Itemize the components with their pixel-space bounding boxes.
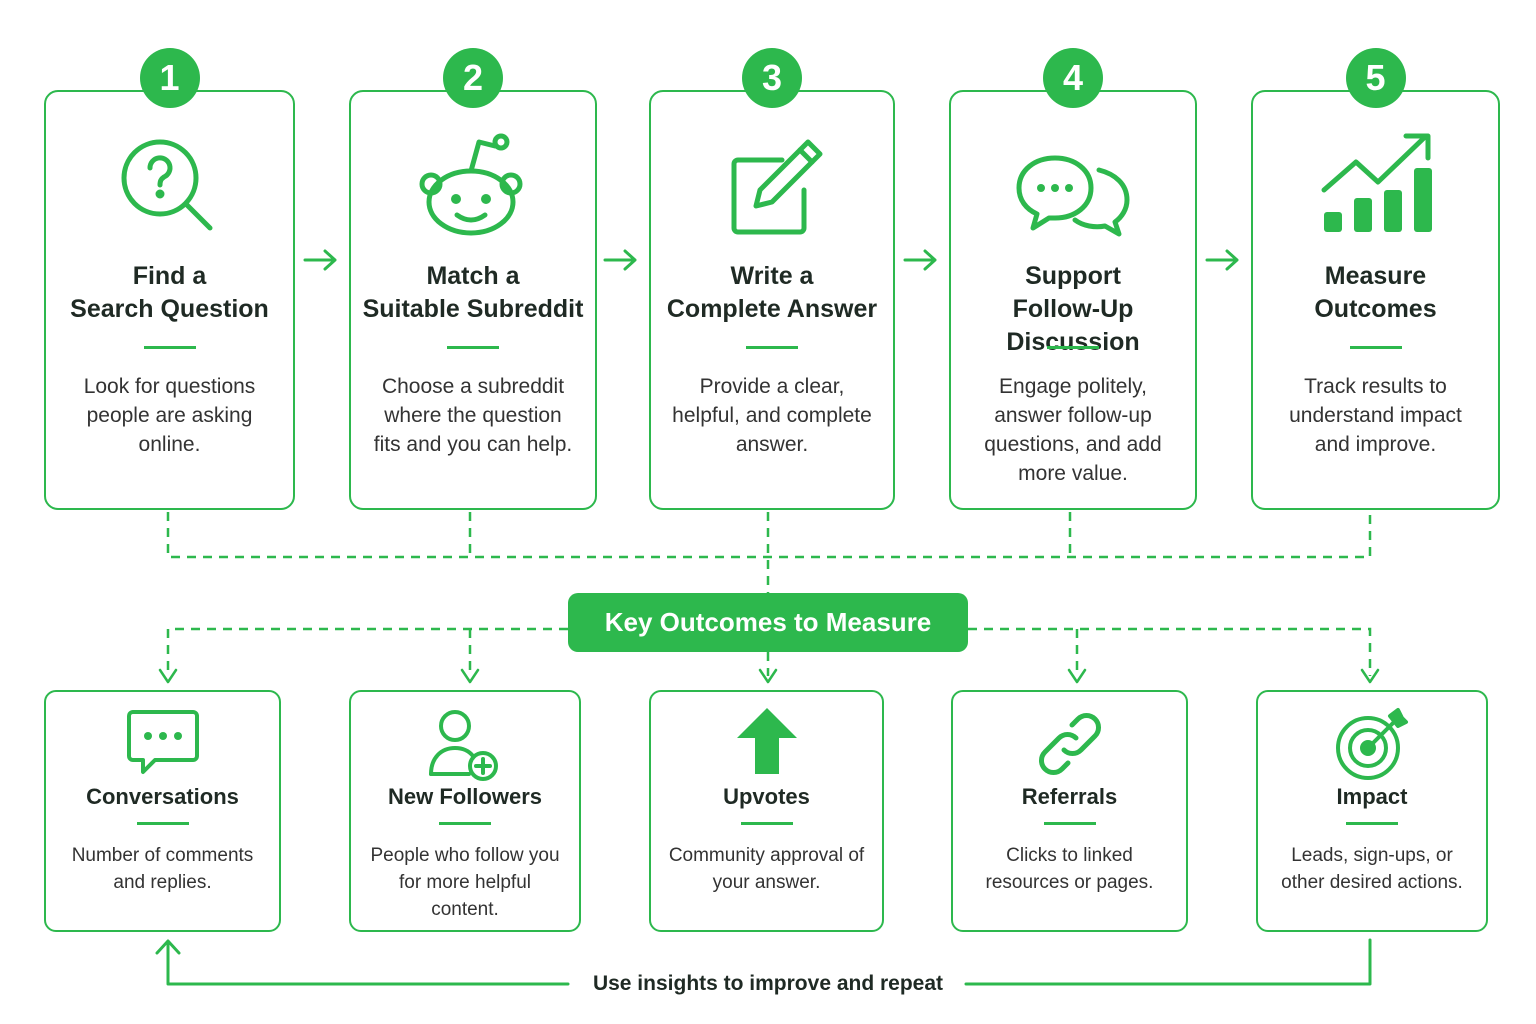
outcome-description: Community approval of your answer.	[668, 845, 865, 893]
step-title-line: Outcomes	[1314, 295, 1437, 323]
arrow-right-icon	[303, 249, 337, 271]
edit-pencil-icon	[731, 139, 823, 235]
outcome-card-impact: Impact Leads, sign-ups, or other desired…	[1256, 690, 1488, 932]
divider	[1349, 346, 1402, 349]
step-title-line: Suitable Subreddit	[362, 295, 584, 323]
divider	[136, 822, 189, 825]
outcome-card-new-followers: New Followers People who follow you for …	[349, 690, 581, 932]
reddit-alien-icon	[419, 133, 523, 236]
outcome-title: Upvotes	[723, 784, 810, 809]
step-number-badge: 3	[742, 48, 802, 108]
outcome-title: Referrals	[1021, 784, 1118, 809]
add-user-icon	[429, 710, 498, 781]
target-icon	[1336, 708, 1408, 780]
arrow-right-icon	[603, 249, 637, 271]
step-title-line: Search Question	[70, 295, 269, 323]
step-card-3: 3 Write a Complete Answer Provide a clea…	[649, 48, 895, 510]
outcome-description: People who follow you for more helpful c…	[370, 845, 560, 920]
step-title-line: Write a	[730, 262, 814, 290]
step-description: Provide a clear, helpful, and complete a…	[672, 375, 872, 456]
step-description: Track results to understand impact and i…	[1289, 375, 1462, 456]
step-card-5: 5 Measure Outcomes Track results to unde…	[1251, 48, 1500, 510]
upvote-arrow-icon	[736, 708, 797, 774]
feedback-loop-label: Use insights to improve and repeat	[592, 972, 944, 995]
arrow-right-icon	[1205, 249, 1239, 271]
step-number-badge: 4	[1043, 48, 1103, 108]
step-description: Choose a subreddit where the question fi…	[373, 375, 573, 456]
step-title-line: Match a	[426, 262, 520, 290]
step-title-line: Support	[1025, 262, 1121, 290]
key-outcomes-hub: Key Outcomes to Measure	[568, 593, 968, 652]
outcome-title: Conversations	[86, 784, 239, 809]
divider	[746, 346, 798, 349]
divider	[1043, 822, 1096, 825]
step-description: Look for questions people are asking onl…	[83, 375, 256, 456]
step-number-badge: 2	[443, 48, 503, 108]
step-number-badge: 1	[139, 48, 200, 108]
step-card-4: 4 Support Follow-Up Discussion Engage po…	[949, 48, 1197, 510]
chat-bubbles-icon	[1016, 155, 1130, 237]
divider	[1346, 822, 1398, 825]
growth-chart-icon	[1321, 133, 1432, 232]
divider	[439, 822, 491, 825]
divider	[1047, 346, 1099, 349]
divider	[447, 346, 499, 349]
outcome-card-upvotes: Upvotes Community approval of your answe…	[649, 690, 884, 932]
search-question-icon	[121, 139, 212, 231]
arrow-right-icon	[903, 249, 937, 271]
outcome-card-conversations: Conversations Number of comments and rep…	[44, 690, 281, 932]
step-title-line: Follow-Up Discussion	[1006, 295, 1140, 356]
step-card-2: 2 Match a Suitable Subreddit Choose a su…	[349, 48, 597, 510]
step-number-badge: 5	[1345, 48, 1406, 108]
step-title-line: Complete Answer	[666, 295, 878, 323]
step-description: Engage politely, answer follow-up questi…	[984, 375, 1162, 485]
outcome-description: Clicks to linked resources or pages.	[985, 845, 1154, 893]
outcome-description: Number of comments and replies.	[71, 845, 254, 893]
divider	[143, 346, 196, 349]
link-icon	[1038, 713, 1101, 775]
divider	[740, 822, 793, 825]
comment-icon	[126, 710, 199, 774]
step-card-1: 1 Find a Search Question Look for questi…	[44, 48, 295, 510]
step-title-line: Find a	[132, 262, 207, 290]
outcome-title: Impact	[1336, 784, 1408, 809]
step-title-line: Measure	[1324, 262, 1427, 290]
outcome-card-referrals: Referrals Clicks to linked resources or …	[951, 690, 1188, 932]
outcome-description: Leads, sign-ups, or other desired action…	[1281, 845, 1463, 893]
outcome-title: New Followers	[387, 784, 543, 809]
